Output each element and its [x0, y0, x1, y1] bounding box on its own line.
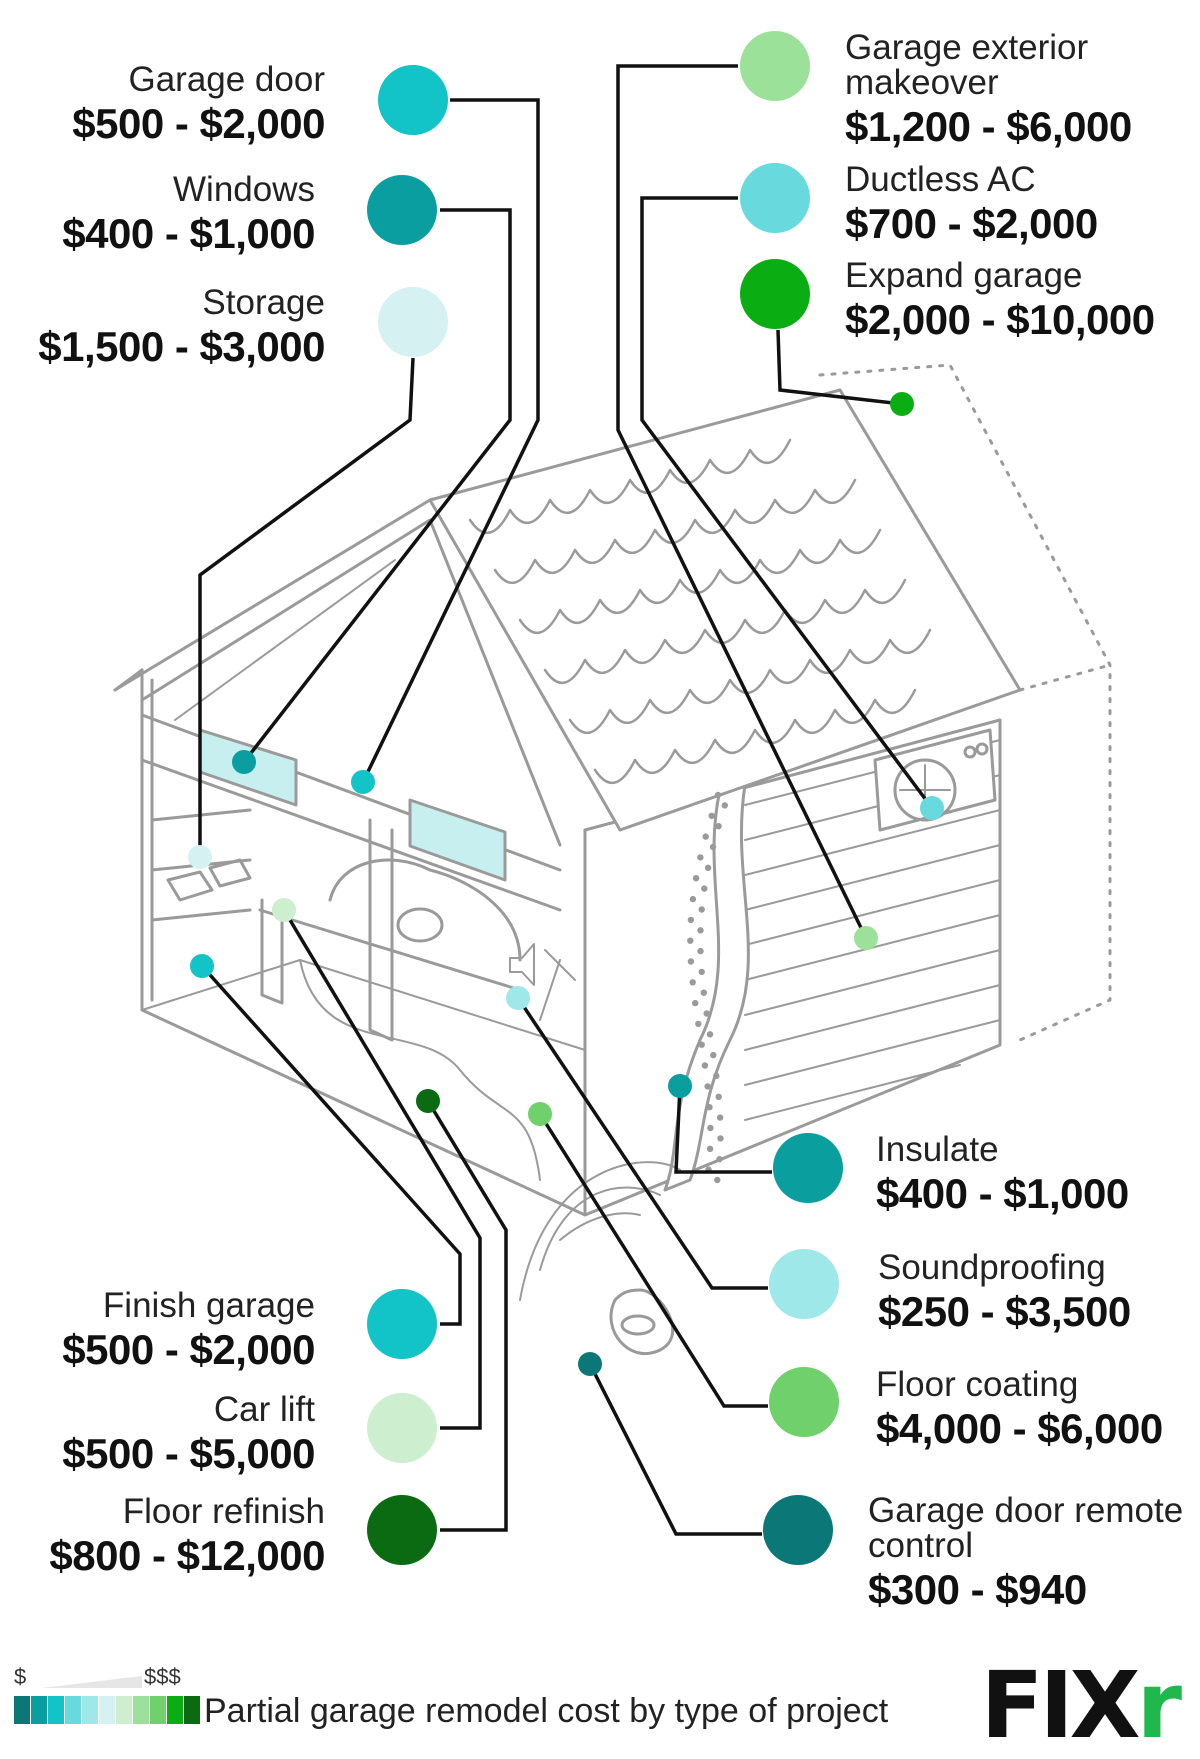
- storage-leader-line: [198, 357, 415, 857]
- legend-low-label: $: [14, 1664, 27, 1689]
- ductless-ac-bullet: [740, 163, 810, 233]
- item-price: $500 - $2,000: [72, 100, 325, 147]
- item-name: Garage exterior makeover: [845, 28, 1089, 102]
- legend-swatch: [184, 1696, 200, 1724]
- item-price: $400 - $1,000: [62, 210, 315, 257]
- garage-exterior-bullet: [740, 31, 810, 101]
- garage-door-label: Garage door$500 - $2,000: [5, 62, 325, 145]
- item-name: Floor coating: [876, 1365, 1079, 1404]
- car-lift-leader-line: [282, 909, 482, 1430]
- finish-garage-bullet: [367, 1289, 437, 1359]
- item-name: Ductless AC: [845, 160, 1036, 199]
- item-price: $1,500 - $3,000: [38, 323, 325, 370]
- item-price: $300 - $940: [868, 1566, 1087, 1613]
- windows-leader-line: [242, 208, 512, 764]
- expand-garage-bullet: [740, 259, 810, 329]
- item-name: Soundproofing: [878, 1248, 1106, 1287]
- legend-swatch: [14, 1696, 30, 1724]
- insulate-label: Insulate$400 - $1,000: [876, 1132, 1196, 1215]
- item-name: Expand garage: [845, 256, 1083, 295]
- garage-door-remote-bullet: [763, 1495, 833, 1565]
- floor-coating-bullet: [769, 1367, 839, 1437]
- garage-exterior-marker: [854, 926, 878, 950]
- item-name: Storage: [202, 283, 325, 322]
- expand-garage-marker: [890, 392, 914, 416]
- ductless-ac-label: Ductless AC$700 - $2,000: [845, 162, 1165, 245]
- windows-bullet: [367, 175, 437, 245]
- soundproofing-leader-line: [516, 997, 768, 1290]
- windows-marker: [232, 750, 256, 774]
- insulate-marker: [668, 1074, 692, 1098]
- item-price: $400 - $1,000: [876, 1170, 1129, 1217]
- garage-exterior-label: Garage exterior makeover$1,200 - $6,000: [845, 30, 1165, 148]
- item-price: $800 - $12,000: [49, 1532, 325, 1579]
- storage-label: Storage$1,500 - $3,000: [0, 285, 325, 368]
- legend-swatch: [99, 1696, 115, 1724]
- finish-garage-leader-line: [200, 964, 462, 1326]
- garage-exterior-leader-line: [616, 64, 868, 939]
- insulate-bullet: [773, 1133, 843, 1203]
- item-name: Floor refinish: [122, 1492, 325, 1531]
- floor-refinish-label: Floor refinish$800 - $12,000: [15, 1494, 325, 1577]
- floor-coating-label: Floor coating$4,000 - $6,000: [876, 1367, 1196, 1450]
- windows-label: Windows$400 - $1,000: [15, 172, 315, 255]
- finish-garage-label: Finish garage$500 - $2,000: [0, 1288, 315, 1371]
- soundproofing-marker: [506, 986, 530, 1010]
- logo-main: FIX: [980, 1652, 1141, 1759]
- ductless-ac-leader-line: [640, 196, 934, 810]
- legend-swatch: [133, 1696, 149, 1724]
- garage-door-remote-marker: [578, 1352, 602, 1376]
- finish-garage-marker: [190, 954, 214, 978]
- garage-door-marker: [351, 770, 375, 794]
- car-lift-marker: [272, 898, 296, 922]
- expand-garage-leader-line: [776, 329, 903, 406]
- item-name: Car lift: [213, 1390, 315, 1429]
- legend-swatch: [48, 1696, 64, 1724]
- garage-door-remote-label: Garage door remote control$300 - $940: [868, 1493, 1188, 1611]
- legend-high-label: $$$: [144, 1664, 181, 1689]
- expand-garage-label: Expand garage$2,000 - $10,000: [845, 258, 1185, 341]
- legend-swatch: [31, 1696, 47, 1724]
- legend-swatch: [167, 1696, 183, 1724]
- item-name: Finish garage: [102, 1286, 315, 1325]
- ductless-ac-marker: [920, 796, 944, 820]
- floor-refinish-bullet: [367, 1495, 437, 1565]
- item-name: Windows: [173, 170, 315, 209]
- insulate-leader-line: [674, 1085, 772, 1174]
- legend-swatch: [150, 1696, 166, 1724]
- cost-legend: $ $$$ Partial garage remodel cost by typ…: [14, 1652, 1174, 1752]
- item-price: $500 - $5,000: [62, 1430, 315, 1477]
- legend-cost-wedge: [42, 1676, 142, 1688]
- item-price: $2,000 - $10,000: [845, 296, 1155, 343]
- item-price: $4,000 - $6,000: [876, 1405, 1163, 1452]
- soundproofing-label: Soundproofing$250 - $3,500: [878, 1250, 1198, 1333]
- storage-marker: [188, 845, 212, 869]
- car-lift-bullet: [367, 1393, 437, 1463]
- garage-door-bullet: [378, 65, 448, 135]
- legend-swatch: [82, 1696, 98, 1724]
- legend-swatch: [65, 1696, 81, 1724]
- legend-color-scale: [14, 1696, 201, 1724]
- item-price: $700 - $2,000: [845, 200, 1098, 247]
- garage-door-leader-line: [361, 98, 540, 783]
- floor-refinish-marker: [416, 1089, 440, 1113]
- item-name: Insulate: [876, 1130, 999, 1169]
- fixr-logo: FIXr: [981, 1660, 1182, 1752]
- floor-refinish-leader-line: [426, 1100, 508, 1532]
- storage-bullet: [378, 287, 448, 357]
- floor-coating-leader-line: [538, 1113, 768, 1408]
- item-name: Garage door remote control: [868, 1491, 1184, 1565]
- item-price: $500 - $2,000: [62, 1326, 315, 1373]
- item-price: $250 - $3,500: [878, 1288, 1131, 1335]
- item-name: Garage door: [128, 60, 325, 99]
- legend-swatch: [116, 1696, 132, 1724]
- legend-caption: Partial garage remodel cost by type of p…: [204, 1692, 889, 1730]
- item-price: $1,200 - $6,000: [845, 103, 1132, 150]
- floor-coating-marker: [528, 1102, 552, 1126]
- logo-accent: r: [1136, 1652, 1182, 1759]
- car-lift-label: Car lift$500 - $5,000: [15, 1392, 315, 1475]
- soundproofing-bullet: [769, 1249, 839, 1319]
- garage-door-remote-leader-line: [588, 1363, 762, 1536]
